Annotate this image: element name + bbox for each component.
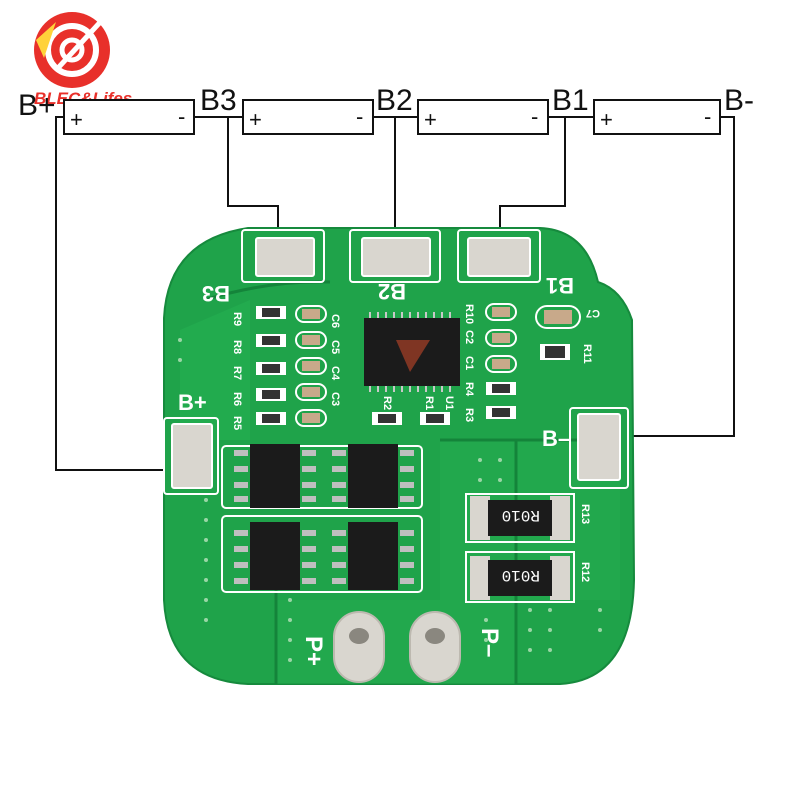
shunt-resistors: [465, 493, 575, 603]
silk-b3: B3: [202, 281, 230, 306]
right-smd-components: [372, 303, 581, 425]
label-b2: B2: [376, 84, 413, 117]
cell-1: [63, 99, 195, 135]
wires: [55, 116, 735, 471]
label-b-plus-top: B+: [18, 89, 56, 122]
pcb-board: B3 B2 B1 B+ B– P+ P–: [163, 227, 636, 685]
cell-4-plus: +: [600, 107, 613, 132]
label-c1: C1: [463, 356, 475, 370]
label-u1: U1: [443, 396, 455, 410]
cell-2: [242, 99, 374, 135]
silk-p-plus: P+: [300, 636, 327, 666]
control-ic: [364, 312, 460, 392]
label-r1: R1: [423, 396, 435, 410]
silk-p-minus: P–: [476, 628, 503, 657]
cell-1-minus: -: [178, 104, 185, 129]
label-r4: R4: [463, 382, 475, 397]
pad-b3: [255, 237, 315, 277]
pad-b2: [361, 237, 431, 277]
silk-b2: B2: [378, 279, 406, 304]
pad-b-plus: [171, 423, 213, 489]
label-c6: C6: [329, 314, 341, 328]
label-b-minus-top: B-: [724, 84, 754, 117]
via-dots: [178, 338, 602, 662]
cell-3-plus: +: [424, 107, 437, 132]
label-c4: C4: [329, 366, 341, 381]
label-b3: B3: [200, 84, 237, 117]
cell-4-minus: -: [704, 104, 711, 129]
battery-cells: [63, 99, 721, 135]
cell-2-plus: +: [249, 107, 262, 132]
label-r12: R12: [579, 562, 591, 582]
label-r13: R13: [579, 504, 591, 524]
left-smd-components: [256, 305, 327, 427]
pad-b-minus: [577, 413, 621, 481]
resistor-r12: [488, 560, 552, 596]
label-c3: C3: [329, 392, 341, 406]
pad-b1: [467, 237, 531, 277]
label-r5: R5: [231, 416, 243, 430]
cell-4: [593, 99, 721, 135]
label-r6: R6: [231, 392, 243, 406]
label-r7: R7: [231, 366, 243, 380]
shunt-marking-2: R010: [502, 566, 540, 584]
silk-b-minus: B–: [542, 426, 570, 451]
label-r9: R9: [231, 312, 243, 326]
label-c5: C5: [329, 340, 341, 354]
pad-b3-outline: [241, 229, 325, 283]
label-r3: R3: [463, 408, 475, 422]
cell-3-minus: -: [531, 104, 538, 129]
mosfet-1: [250, 444, 300, 508]
silk-b1: B1: [546, 273, 574, 298]
label-r2: R2: [381, 396, 393, 410]
mosfet-3: [250, 522, 300, 590]
shunt-marking-1: R010: [502, 506, 540, 524]
label-b1: B1: [552, 84, 589, 117]
label-r8: R8: [231, 340, 243, 354]
resistor-r13: [488, 500, 552, 536]
cell-3: [417, 99, 549, 135]
capacitor-c7: [535, 305, 581, 329]
mosfet-4: [348, 522, 398, 590]
silk-b-plus: B+: [178, 390, 207, 415]
pad-p-plus: [333, 611, 385, 683]
label-c2: C2: [463, 330, 475, 344]
label-r10: R10: [463, 304, 475, 324]
label-r11: R11: [581, 344, 593, 364]
cell-1-plus: +: [70, 107, 83, 132]
pad-p-minus: [409, 611, 461, 683]
label-c7: C7: [586, 307, 600, 319]
mosfets: [221, 444, 423, 593]
cell-2-minus: -: [356, 104, 363, 129]
mosfet-2: [348, 444, 398, 508]
